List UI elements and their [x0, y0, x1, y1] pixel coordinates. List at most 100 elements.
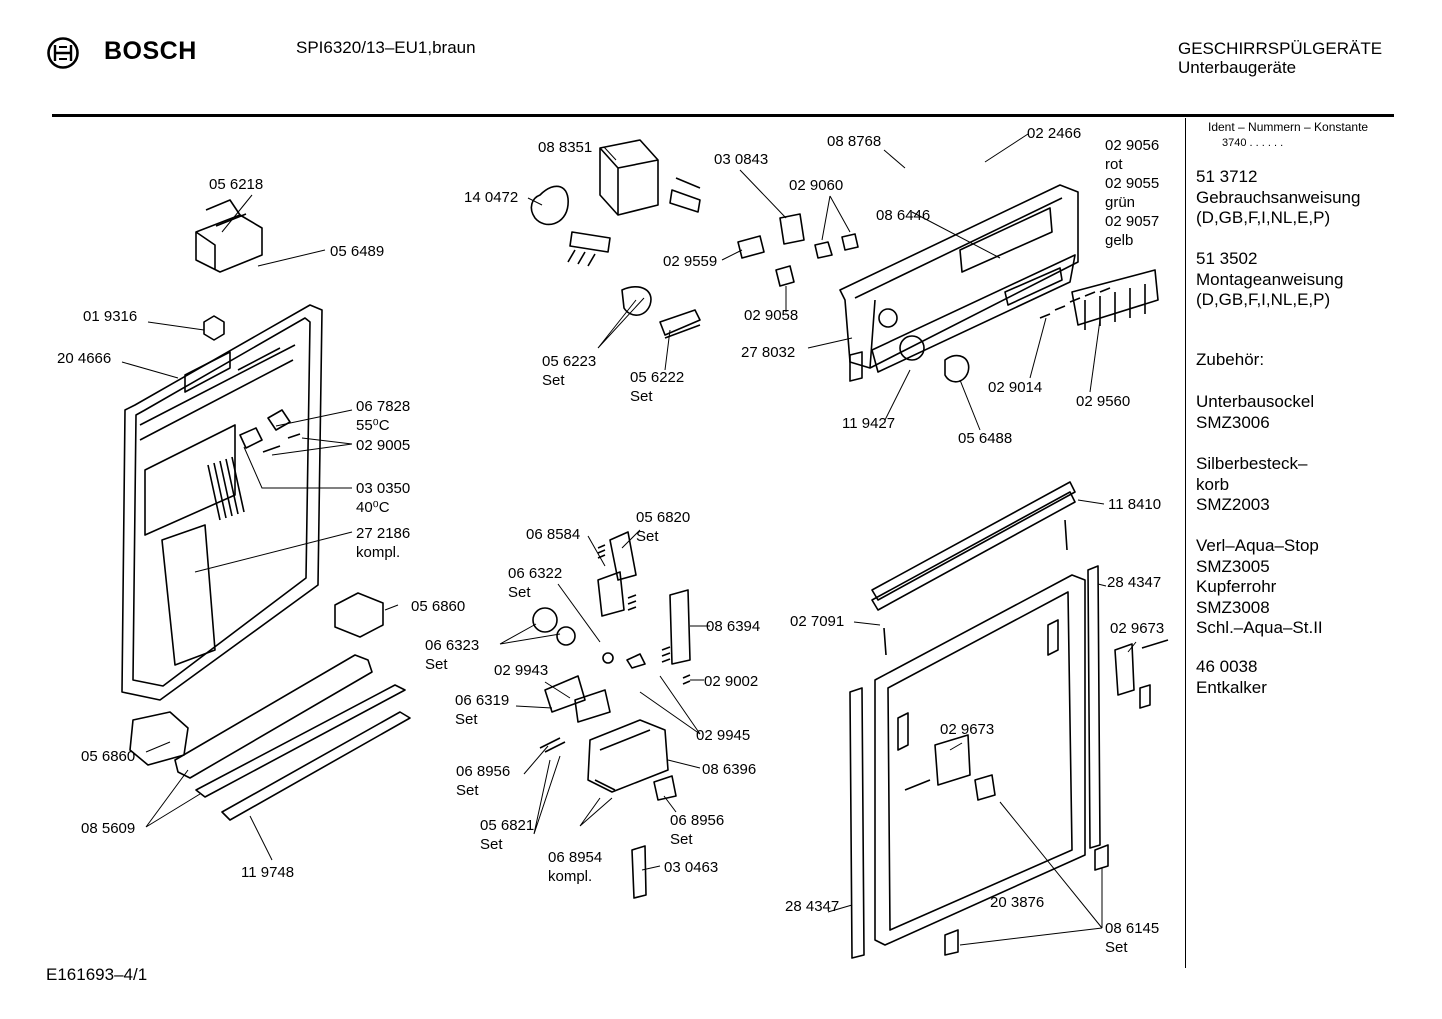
sidebar-entry-line: Kupferrohr: [1196, 577, 1277, 596]
part-label: 02 9559: [663, 253, 717, 270]
sidebar-entry-line: (D,GB,F,I,NL,E,P): [1196, 208, 1331, 227]
part-label: 28 4347: [1107, 574, 1161, 591]
category-title: GESCHIRRSPÜLGERÄTE: [1178, 39, 1383, 58]
category-subtitle: Unterbaugeräte: [1178, 58, 1297, 77]
part-label-line: 05 6489: [330, 243, 384, 260]
part-label-line: 28 4347: [785, 898, 839, 915]
part-label-line: 06 6323: [425, 637, 479, 654]
sidebar-entry-line: Silberbesteck–: [1196, 454, 1308, 473]
part-label: 05 6860: [411, 598, 465, 615]
part-label-line: 11 9748: [241, 864, 294, 881]
part-label-line: 27 8032: [741, 344, 795, 361]
sidebar-entry-line: Schl.–Aqua–St.II: [1196, 618, 1323, 637]
part-label: 11 9748: [241, 864, 294, 881]
ident-header: Ident – Nummern – Konstante: [1208, 120, 1369, 134]
part-label-line: Set: [630, 388, 653, 405]
part-label-line: 02 9014: [988, 379, 1042, 396]
part-label: 02 9005: [356, 437, 410, 454]
ident-value: 3740 . . . . . .: [1222, 137, 1284, 149]
part-label: 08 5609: [81, 820, 135, 837]
sidebar-entry-line: 51 3502: [1196, 249, 1258, 268]
part-label: 28 4347: [785, 898, 839, 915]
header-divider: [52, 114, 1394, 117]
sidebar-entry-line: SMZ3008: [1196, 597, 1270, 617]
sidebar-entry-line: SMZ3006: [1196, 412, 1270, 432]
part-label: 02 9673: [1110, 620, 1164, 637]
part-label-line: 05 6218: [209, 176, 263, 193]
part-label: 05 6489: [330, 243, 384, 260]
part-label: 03 0843: [714, 151, 768, 168]
part-label-line: 05 6860: [411, 598, 465, 615]
part-label: 02 9060: [789, 177, 843, 194]
part-label-line: 05 6222: [630, 369, 684, 386]
bosch-logo-icon: [47, 37, 79, 69]
part-label: 06 8584: [526, 526, 580, 543]
part-label: 11 9427: [842, 415, 895, 432]
sidebar-entry: Zubehör:: [1196, 350, 1264, 371]
part-label-line: 02 9560: [1076, 393, 1130, 410]
part-label-line: Set: [425, 656, 448, 673]
part-label: 02 9002: [704, 673, 758, 690]
part-label-line: 02 9058: [744, 307, 798, 324]
part-label-line: 03 0350: [356, 480, 410, 497]
leader-lines: [121, 133, 1137, 946]
part-label-line: 08 6446: [876, 207, 930, 224]
part-label: 27 8032: [741, 344, 795, 361]
part-label-line: Set: [542, 372, 565, 389]
part-label-line: 05 6820: [636, 509, 690, 526]
part-label-line: 08 6394: [706, 618, 760, 635]
part-label-line: 02 9060: [789, 177, 843, 194]
part-label-line: 01 9316: [83, 308, 137, 325]
part-label-line: 02 9673: [940, 721, 994, 738]
part-label-line: 06 8954: [548, 849, 602, 866]
part-label: 14 0472: [464, 189, 518, 206]
part-label-line: 02 9055: [1105, 175, 1159, 192]
part-label-line: 06 8584: [526, 526, 580, 543]
part-label-line: 14 0472: [464, 189, 518, 206]
part-label-line: 02 9002: [704, 673, 758, 690]
part-label-line: 08 8768: [827, 133, 881, 150]
part-label-line: grün: [1105, 194, 1135, 211]
part-label: 02 7091: [790, 613, 844, 630]
part-label: 05 6488: [958, 430, 1012, 447]
part-label: 01 9316: [83, 308, 137, 325]
part-label: 02 9014: [988, 379, 1042, 396]
part-label-line: 11 9427: [842, 415, 895, 432]
model-number: SPI6320/13–EU1,braun: [296, 38, 476, 57]
part-label-line: 03 0463: [664, 859, 718, 876]
part-label-line: Set: [508, 584, 531, 601]
sidebar-entry-line: 46 0038: [1196, 657, 1258, 676]
part-label: 08 6446: [876, 207, 930, 224]
part-label-line: 03 0843: [714, 151, 768, 168]
part-label-line: Set: [480, 836, 503, 853]
sidebar-entry-line: 51 3712: [1196, 167, 1258, 186]
part-label-line: gelb: [1105, 232, 1133, 249]
sidebar-entry-line: SMZ3005: [1196, 556, 1270, 576]
part-label: 08 6394: [706, 618, 760, 635]
sidebar-entry-line: Zubehör:: [1196, 350, 1265, 369]
part-label: 06 8954 kompl.: [548, 849, 602, 885]
part-label-line: 27 2186: [356, 525, 410, 542]
part-label-line: 02 7091: [790, 613, 844, 630]
part-label-line: 06 6319: [455, 692, 509, 709]
part-label-line: 05 6223: [542, 353, 596, 370]
part-label-line: Set: [670, 831, 693, 848]
part-label-line: kompl.: [548, 868, 592, 885]
part-label-line: 20 4666: [57, 350, 111, 367]
part-label-line: 02 9559: [663, 253, 717, 270]
part-label: 08 8768: [827, 133, 881, 150]
